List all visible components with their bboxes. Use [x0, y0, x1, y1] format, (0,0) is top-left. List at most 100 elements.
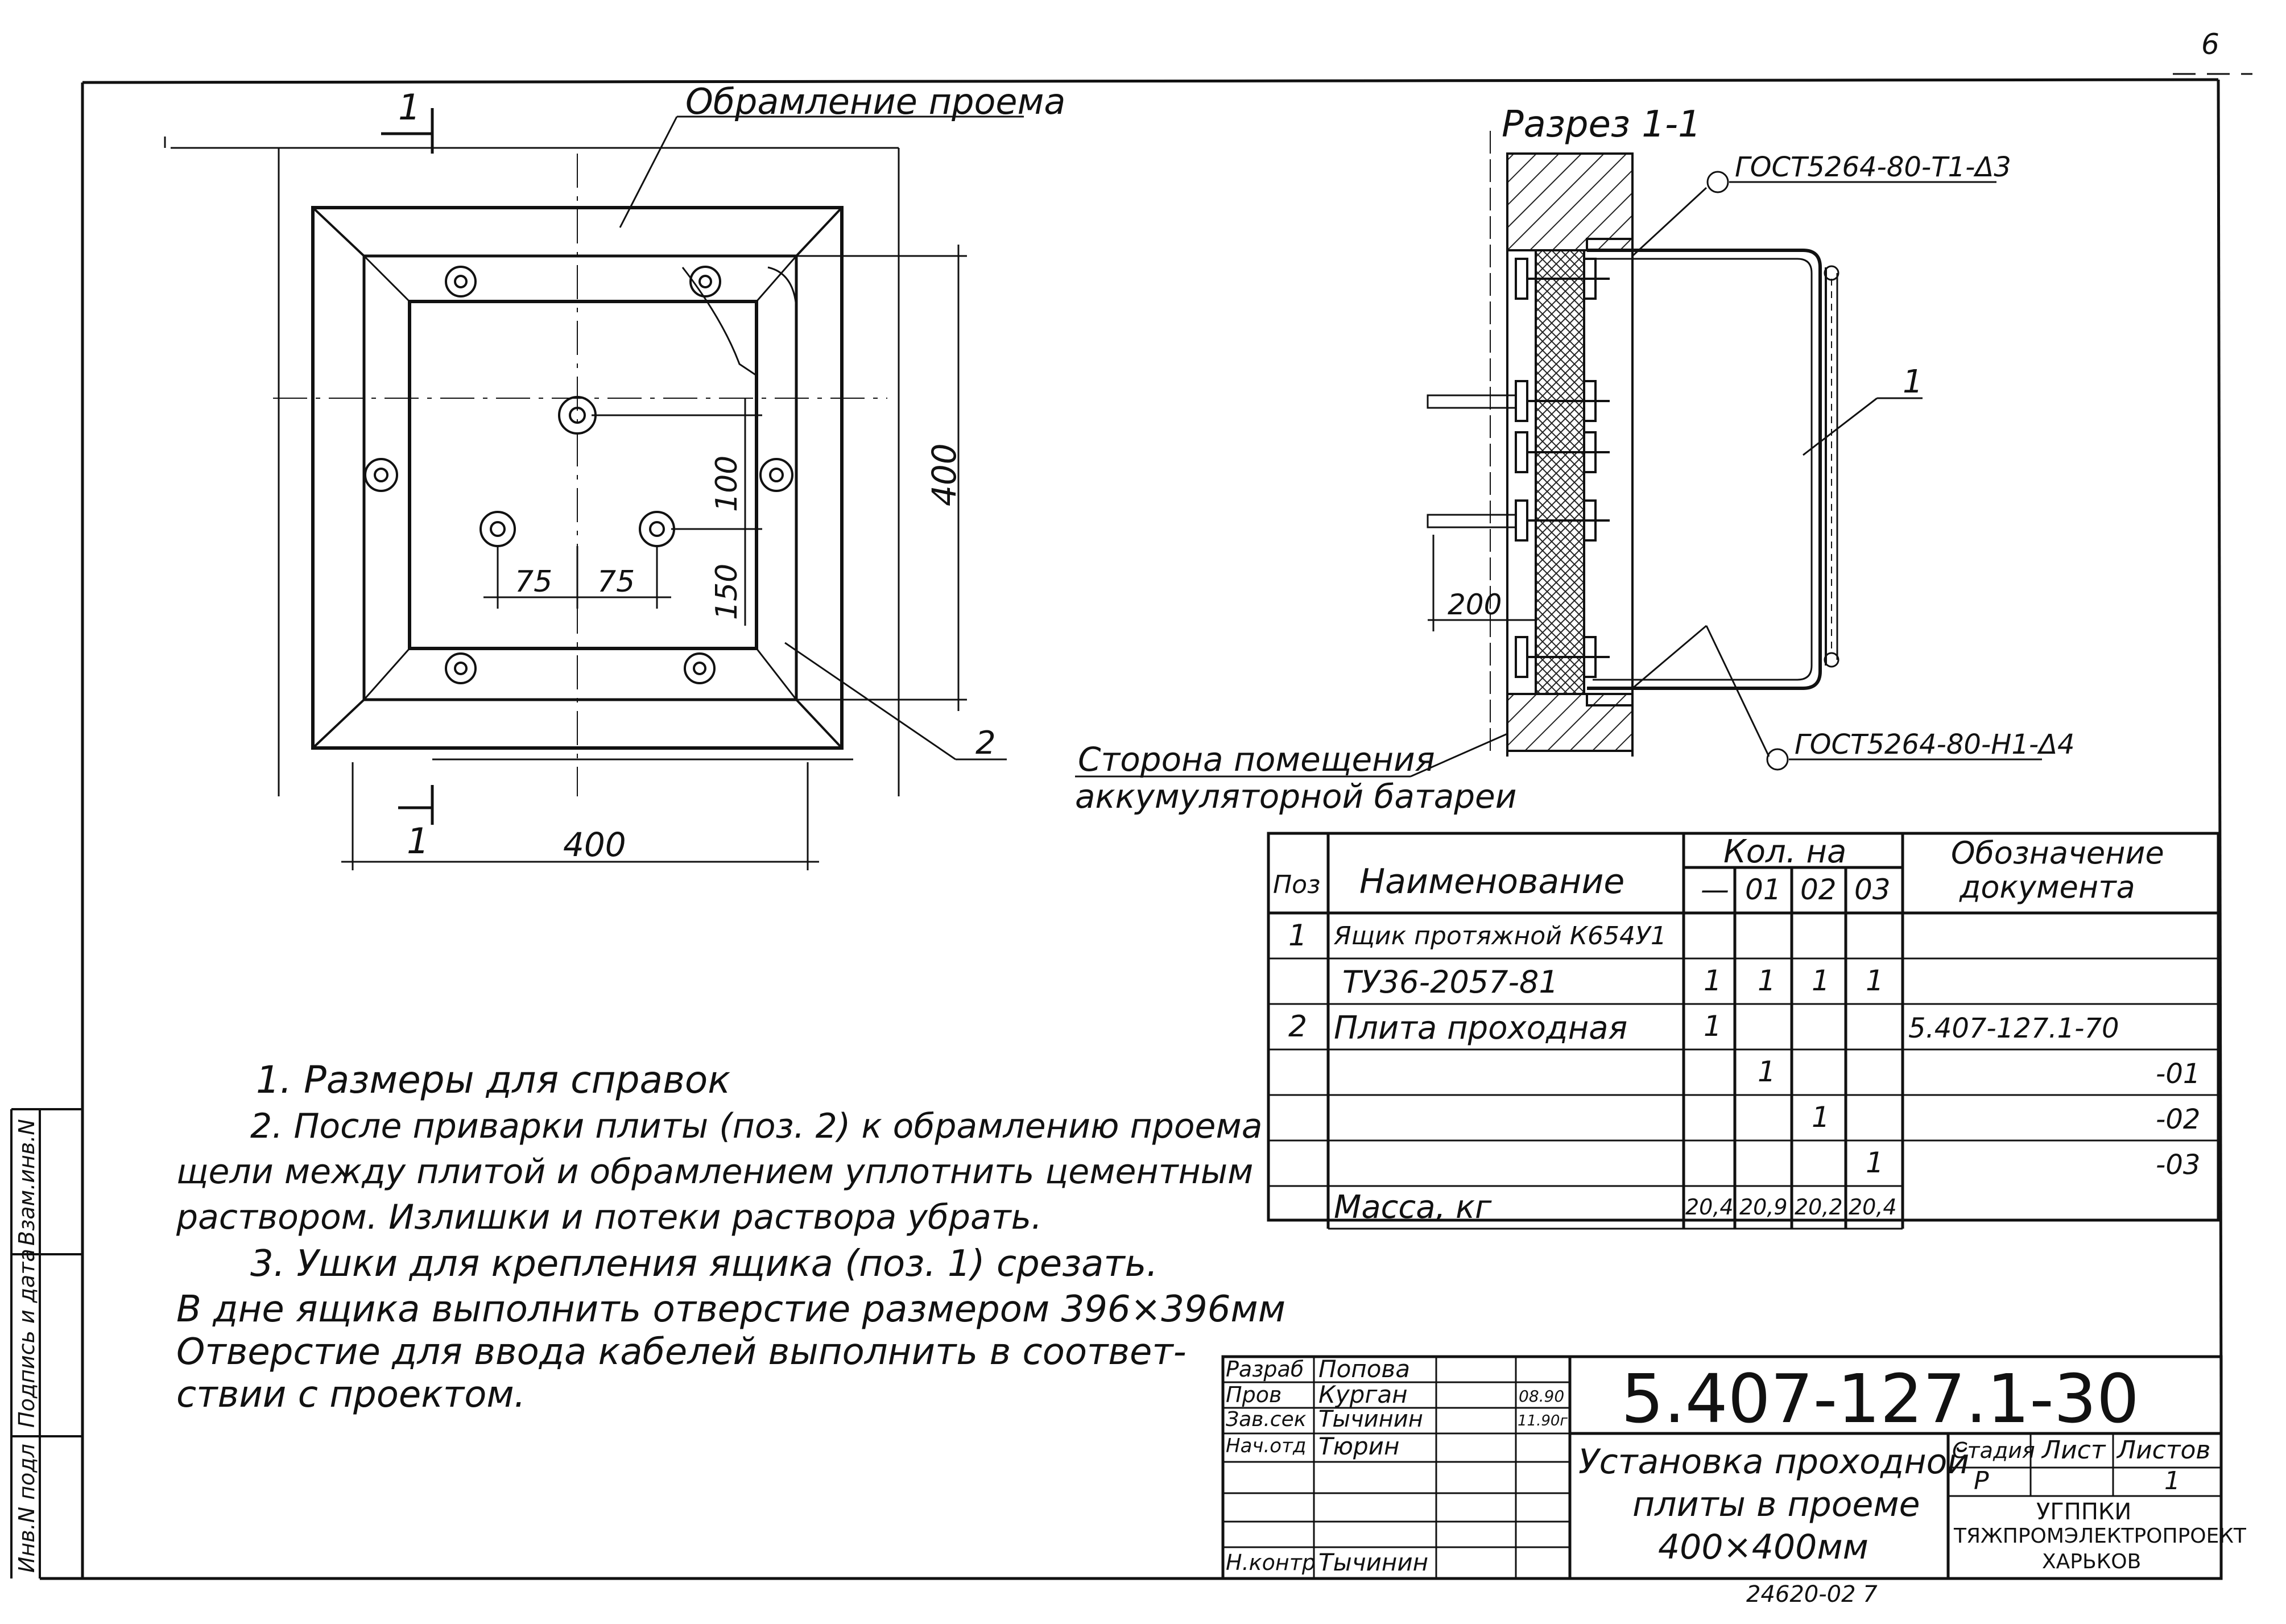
cable-lower — [1427, 514, 1517, 528]
th-qty-0: — — [1701, 873, 1729, 906]
note-5: 3. Ушки для крепления ящика (поз. 1) сре… — [250, 1243, 1158, 1285]
room-side-line2: аккумуляторной батареи — [1075, 777, 1516, 816]
row2-q3: 1 — [1866, 964, 1884, 997]
th-qty: Кол. на — [1723, 833, 1847, 870]
tb-name-0: Попова — [1318, 1355, 1410, 1383]
spec-table-grid — [1267, 832, 2220, 1230]
leader-2: 2 — [975, 725, 996, 762]
row2-q0: 1 — [1704, 964, 1722, 997]
cable-upper — [1427, 394, 1517, 409]
leader-1: 1 — [1903, 363, 1923, 400]
note-1: 1. Размеры для справок — [256, 1058, 731, 1102]
row5-doc: -02 — [2156, 1104, 2201, 1135]
row6-doc: -03 — [2156, 1149, 2201, 1181]
bolt — [479, 511, 516, 547]
note-4: раствором. Излишки и потеки раствора убр… — [176, 1197, 1043, 1237]
row4-q1: 1 — [1758, 1055, 1776, 1088]
dim-100: 100 — [710, 456, 744, 512]
sheet-header: Лист — [2042, 1436, 2106, 1465]
dim-200: 200 — [1448, 588, 1502, 621]
opening-frame-inner — [362, 254, 798, 701]
row4-doc: -01 — [2156, 1058, 2201, 1090]
side-stamp-col3: Взам.инв.N — [14, 1119, 39, 1246]
wall-lower — [1506, 693, 1634, 752]
bolt — [445, 652, 477, 684]
bolt — [445, 266, 477, 297]
tb-role-1: Пров — [1226, 1382, 1282, 1407]
org-line-1: УГППКИ — [2036, 1499, 2132, 1525]
row7-q1: 20,9 — [1739, 1195, 1788, 1220]
dim-75-left: 75 — [515, 565, 552, 599]
weld-bottom: ГОСТ5264-80-Н1-Δ4 — [1795, 729, 2075, 761]
side-stamp-col2: Подпись и дата — [14, 1249, 39, 1428]
th-pos: Поз — [1273, 870, 1321, 899]
frame-label: Обрамление проема — [685, 81, 1065, 122]
title-line-3: 400×400мм — [1658, 1527, 1869, 1567]
room-side-line1: Сторона помещения — [1078, 740, 1435, 779]
bolt — [639, 511, 675, 547]
dim-75-right: 75 — [597, 565, 635, 599]
section-view — [1075, 131, 2042, 778]
row3-q0: 1 — [1704, 1010, 1722, 1043]
tb-name-1: Курган — [1318, 1381, 1408, 1408]
side-stamp-col1: Инв.N подл — [14, 1444, 39, 1573]
tb-name-6: Тычинин — [1318, 1548, 1429, 1576]
note-2: 2. После приварки плиты (поз. 2) к обрам… — [250, 1106, 1263, 1146]
th-name: Наименование — [1359, 862, 1625, 902]
title-line-1: Установка проходной — [1578, 1442, 1970, 1482]
row3-doc: 5.407-127.1-70 — [1908, 1013, 2119, 1044]
section-title: Разрез 1-1 — [1502, 104, 1701, 146]
plan-view — [164, 108, 1024, 870]
tb-date-2: 11.90г — [1518, 1412, 1568, 1429]
row7-q0: 20,4 — [1685, 1195, 1734, 1220]
doc-code: 5.407-127.1-30 — [1621, 1359, 2139, 1438]
pass-plate — [1535, 249, 1585, 695]
note-7: Отверстие для ввода кабелей выполнить в … — [176, 1331, 1187, 1373]
tb-name-2: Тычинин — [1318, 1406, 1423, 1432]
page-number: 6 — [2201, 28, 2219, 61]
row2-q2: 1 — [1812, 964, 1830, 997]
row3-pos: 2 — [1288, 1010, 1308, 1044]
section-bolts — [1515, 258, 1610, 678]
plate — [408, 300, 758, 650]
row2-q1: 1 — [1758, 964, 1776, 997]
th-doc-2: документа — [1960, 869, 2135, 905]
row7-q3: 20,4 — [1849, 1195, 1897, 1220]
th-qty-2: 02 — [1800, 873, 1837, 906]
tb-date-1: 08.90 — [1519, 1387, 1565, 1406]
pull-box — [1587, 249, 1822, 690]
wall-upper — [1506, 152, 1634, 251]
row6-q3: 1 — [1866, 1146, 1884, 1179]
dim-width-400: 400 — [563, 825, 626, 864]
tb-role-3: Нач.отд — [1226, 1435, 1307, 1457]
note-8: ствии с проектом. — [176, 1374, 526, 1416]
note-3: щели между плитой и обрамлением уплотнит… — [176, 1152, 1254, 1192]
side-stamp-grid — [10, 1108, 82, 1578]
sheets-header: Листов — [2117, 1436, 2211, 1465]
row7-name: Масса, кг — [1334, 1189, 1492, 1226]
org-line-2: ТЯЖПРОМЭЛЕКТРОПРОЕКТ — [1954, 1524, 2246, 1548]
sheet-frame — [40, 78, 2223, 1580]
bottom-code: 24620-02 7 — [1746, 1581, 1878, 1608]
section-mark-top: 1 — [398, 86, 420, 128]
title-line-2: плиты в проеме — [1632, 1485, 1920, 1524]
th-doc-1: Обозначение — [1951, 835, 2164, 871]
dim-height-400: 400 — [925, 443, 964, 506]
section-mark-bottom: 1 — [407, 820, 429, 862]
row1-pos: 1 — [1288, 919, 1308, 953]
stage-value: Р — [1974, 1466, 1989, 1495]
bolt — [689, 266, 721, 297]
row3-name: Плита проходная — [1334, 1010, 1628, 1047]
tb-role-0: Разраб — [1226, 1357, 1304, 1382]
tb-role-6: Н.контр — [1226, 1550, 1316, 1575]
bolt — [364, 458, 398, 492]
row2-name: ТУ36-2057-81 — [1342, 964, 1559, 1000]
weld-top: ГОСТ5264-80-Т1-Δ3 — [1735, 151, 2011, 183]
dim-150: 150 — [710, 564, 744, 620]
note-6: В дне ящика выполнить отверстие размером… — [176, 1288, 1285, 1330]
th-qty-3: 03 — [1854, 873, 1891, 906]
org-line-3: ХАРЬКОВ — [2042, 1550, 2142, 1573]
bolt — [759, 458, 793, 492]
row7-q2: 20,2 — [1795, 1195, 1843, 1220]
